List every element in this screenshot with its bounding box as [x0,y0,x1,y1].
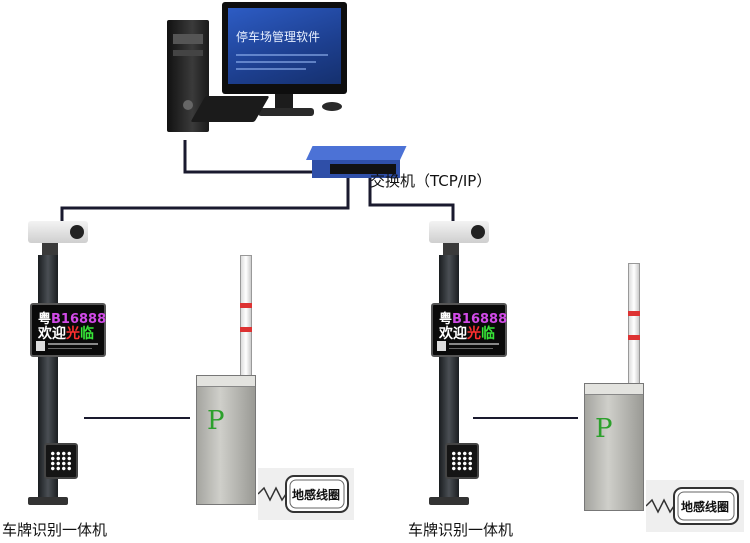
right-loop-label: 地感线圈 [681,500,730,514]
right-device-caption: 车牌识别一体机 [408,521,514,539]
right-led-plate: B16888 [452,312,508,327]
pc-to-switch-line [183,140,312,174]
right-barrier-gate: P [580,263,650,513]
switch-label: 交换机（TCP/IP） [370,172,492,190]
right-led-display: 粤B16888 欢迎光临 [431,303,507,357]
left-gate-p-mark: P [207,406,225,436]
right-led-welcome: 欢迎 [439,326,467,342]
left-ground-loop: 地感线圈 [258,468,354,520]
right-fill-light-icon [445,443,479,479]
right-lpr-unit: 粤B16888 欢迎光临 [421,205,531,515]
left-led-prefix: 粤 [38,312,52,327]
monitor-screen: 停车场管理软件 [228,8,341,84]
left-device-caption: 车牌识别一体机 [2,521,108,539]
network-switch [306,146,407,180]
left-gate-cabinet: P [196,375,256,505]
left-boom-arm [240,255,252,392]
right-led-prefix: 粤 [439,312,453,327]
right-boom-arm [628,263,640,395]
right-led-logo [437,341,446,351]
left-camera-icon [28,221,88,243]
left-pole-base [28,497,68,505]
left-led-plate: B16888 [51,312,107,327]
left-led-display: 粤B16888 欢迎光临 [30,303,106,357]
left-lpr-unit: 粤B16888 欢迎光临 [20,205,130,515]
left-fill-light-icon [44,443,78,479]
right-ground-loop: 地感线圈 [646,480,744,532]
right-led-guang: 光 [467,326,481,342]
keyboard [190,96,270,122]
switch-to-right-camera-line [368,178,455,222]
right-led-lin: 临 [481,326,495,342]
left-loop-label: 地感线圈 [292,488,341,502]
right-camera-icon [429,221,489,243]
left-barrier-gate: P [192,255,262,505]
right-gate-cabinet: P [584,383,644,511]
monitor: 停车场管理软件 [222,2,347,94]
right-gate-p-mark: P [595,414,613,444]
right-pole-base [429,497,469,505]
mouse [322,102,342,111]
computer: 停车场管理软件 [160,0,360,140]
switch-to-left-camera-line [60,178,350,222]
left-led-welcome: 欢迎 [38,326,66,342]
software-title: 停车场管理软件 [236,30,321,44]
left-led-lin: 临 [80,326,94,342]
left-led-logo [36,341,45,351]
left-led-guang: 光 [66,326,80,342]
